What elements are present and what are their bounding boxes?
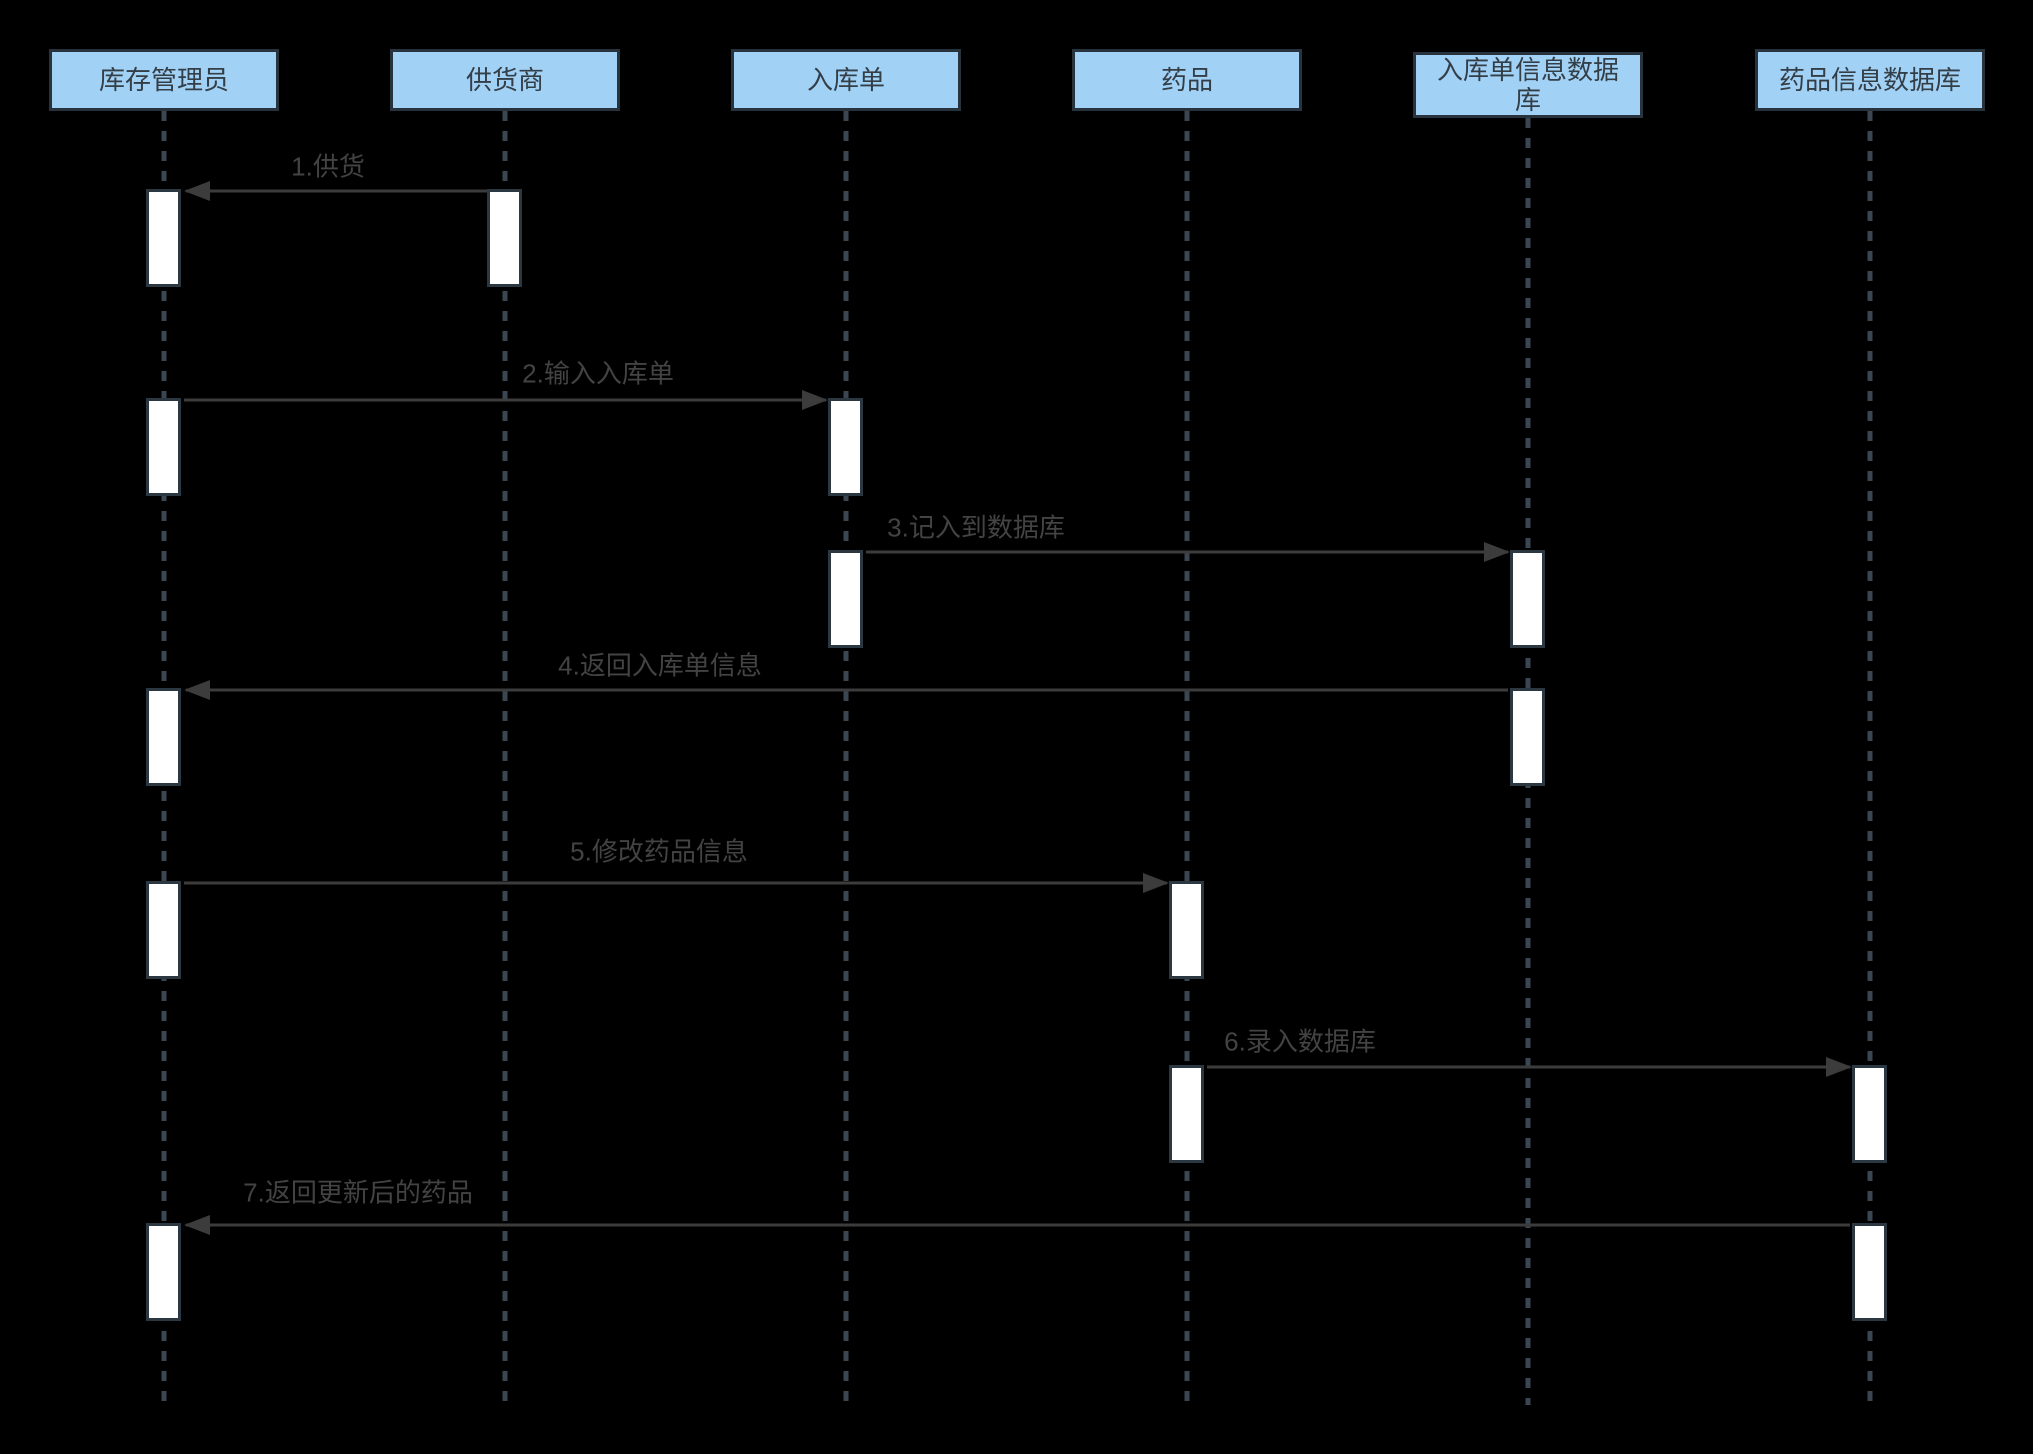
actor-label: 入库单 (806, 65, 885, 95)
activation-inventory-manager-msg4 (146, 688, 181, 786)
activation-drug-info-db-msg7 (1852, 1223, 1887, 1321)
actor-label: 药品信息数据库 (1778, 65, 1961, 95)
actor-box-inventory-manager: 库存管理员 (49, 49, 279, 111)
message-5-label: 5.修改药品信息 (570, 836, 748, 867)
activation-inbound-order-info-db-msg3 (1510, 550, 1545, 648)
actor-box-supplier: 供货商 (390, 49, 620, 111)
activation-drug-msg5 (1169, 881, 1204, 979)
activation-inbound-order-info-db-msg4 (1510, 688, 1545, 786)
activation-supplier-msg1 (487, 189, 522, 287)
activation-inventory-manager-msg5 (146, 881, 181, 979)
actor-label: 药品 (1160, 65, 1213, 95)
activation-inventory-manager-msg7 (146, 1223, 181, 1321)
activation-drug-msg6 (1169, 1065, 1204, 1163)
actor-box-inbound-order-info-db: 入库单信息数据库 (1413, 52, 1643, 118)
message-1-label: 1.供货 (291, 151, 365, 182)
actor-label: 供货商 (465, 65, 544, 95)
activation-drug-info-db-msg6 (1852, 1065, 1887, 1163)
activation-inventory-manager-msg2 (146, 398, 181, 496)
message-4-label: 4.返回入库单信息 (558, 650, 762, 681)
actor-box-drug-info-db: 药品信息数据库 (1755, 49, 1985, 111)
actor-label: 入库单信息数据库 (1436, 55, 1619, 115)
message-6-label: 6.录入数据库 (1224, 1026, 1376, 1057)
actor-label: 库存管理员 (98, 65, 229, 95)
activation-inventory-manager-msg1 (146, 189, 181, 287)
actor-box-drug: 药品 (1072, 49, 1302, 111)
message-3-label: 3.记入到数据库 (887, 512, 1065, 543)
activation-inbound-order-msg2 (828, 398, 863, 496)
message-7-label: 7.返回更新后的药品 (243, 1177, 473, 1208)
message-2-label: 2.输入入库单 (522, 358, 674, 389)
actor-box-inbound-order: 入库单 (731, 49, 961, 111)
activation-inbound-order-msg3 (828, 550, 863, 648)
